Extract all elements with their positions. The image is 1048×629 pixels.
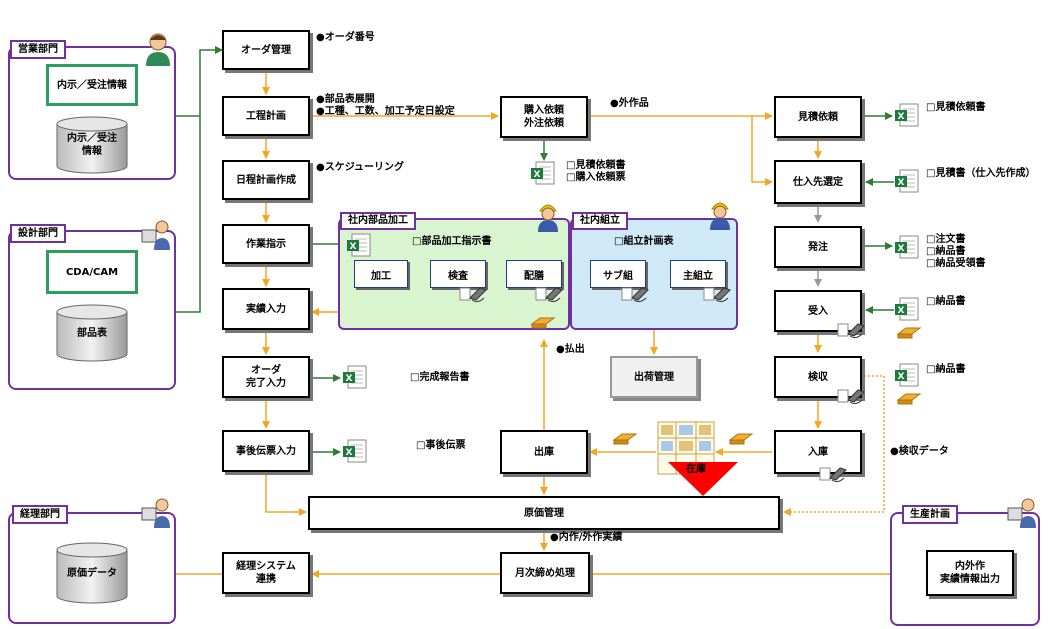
svg-text:X: X [350,242,357,252]
gold-bar-icon [530,314,556,330]
inspection-data-note: ●検収データ [890,446,949,457]
excel-icon: X [894,102,920,128]
stock-triangle [668,462,738,498]
monthly-close-box[interactable]: 月次締め処理 [500,552,590,594]
accounting-department [8,512,176,624]
excel-icon: X [894,234,920,260]
person-icon [1006,496,1038,528]
excel-icon: X [530,160,556,186]
worker-icon [536,202,560,232]
quote-request-doc-note: □見積依頼書 [926,102,986,113]
outsourced-note: ●外作品 [610,98,649,109]
post-slip-input-box[interactable]: 事後伝票入力 [222,430,310,472]
post-slip-doc-note: □事後伝票 [416,440,466,451]
scanner-icon [836,318,866,340]
quote-request-box[interactable]: 見積依頼 [774,96,862,138]
delivery-doc-note-2: □納品書 [926,364,966,375]
in-out-results-note: ●内作/外作実績 [550,532,623,543]
delivery-doc-note-1: □納品書 [926,296,966,307]
in-out-results-output-box[interactable]: 内外作 実績情報出力 [926,550,1014,596]
process-planning-box[interactable]: 工程計画 [222,96,310,136]
svg-text:X: X [346,374,353,384]
gold-bar-icon [896,324,922,340]
quote-doc-note: □見積書（仕入先作成） [926,168,1036,179]
excel-icon: X [894,168,920,194]
scheduling-note: ●スケジューリング [316,162,405,173]
stock-in-box[interactable]: 入庫 [774,430,862,474]
svg-text:X: X [346,448,353,458]
quote-purchase-docs-note: □見積依頼書 □購入依頼票 [566,160,626,183]
svg-text:X: X [534,170,541,180]
bom-database-label: 部品表 [77,327,107,339]
supplier-selection-box[interactable]: 仕入先選定 [774,160,862,204]
scanner-icon [458,282,488,304]
results-input-box[interactable]: 実績入力 [222,288,310,330]
scanner-icon [836,384,866,406]
design-department-title: 設計部門 [10,224,66,243]
scanner-icon [534,282,564,304]
daily-schedule-box[interactable]: 日程計画作成 [222,160,310,200]
internal-assembly-title: 社内組立 [572,212,628,230]
order-number-note: ●オーダ番号 [316,32,375,43]
worker-icon [140,218,172,250]
stock-out-box[interactable]: 出庫 [500,430,588,474]
excel-icon: X [894,296,920,322]
step-inspection[interactable]: 検査 [430,260,486,288]
step-kitting[interactable]: 配膳 [506,260,562,288]
excel-icon: X [342,364,368,390]
svg-text:X: X [898,112,905,122]
internal-parts-title: 社内部品加工 [340,212,416,230]
excel-icon: X [342,438,368,464]
svg-text:X: X [898,244,905,254]
purchase-request-box[interactable]: 購入依頼 外注依頼 [500,96,588,138]
gold-bar-icon [728,430,754,446]
bom-expand-note: ●部品表展開 ●工種、工数、加工予定日設定 [316,94,455,117]
excel-icon: X [346,232,372,258]
shipping-management-box[interactable]: 出荷管理 [610,356,698,398]
person-icon [140,496,172,528]
step-sub-assembly[interactable]: サブ組 [590,260,646,288]
accounting-link-box[interactable]: 経理システム 連携 [222,552,310,594]
scanner-icon [702,282,732,304]
assembly-plan-doc: □組立計画表 [614,236,674,247]
svg-text:X: X [898,372,905,382]
scanner-icon [818,462,848,484]
scanner-icon [620,282,650,304]
cost-data-database[interactable]: 原価データ [56,542,128,604]
bom-database[interactable]: 部品表 [56,304,128,362]
svg-text:X: X [898,178,905,188]
order-info-box[interactable]: 内示／受注情報 [46,64,138,106]
svg-text:X: X [898,306,905,316]
gold-bar-icon [896,390,922,406]
payout-note: ●払出 [556,344,585,355]
cost-management-box[interactable]: 原価管理 [308,496,780,530]
sales-department-title: 営業部門 [10,40,66,59]
step-main-assembly[interactable]: 主組立 [670,260,726,288]
order-management-box[interactable]: オーダ管理 [222,30,310,70]
order-docs-note: □注文書 □納品書 □納品受領書 [926,234,986,269]
step-machining[interactable]: 加工 [354,260,408,288]
person-icon [144,32,172,66]
stock-label: 在庫 [686,464,706,475]
parts-instruction-doc: □部品加工指示書 [412,236,492,247]
order-complete-box[interactable]: オーダ 完了入力 [222,356,310,398]
gold-bar-icon [612,430,638,446]
cda-cam-box[interactable]: CDA/CAM [46,250,138,294]
cost-data-database-label: 原価データ [67,567,117,579]
excel-icon: X [894,362,920,388]
order-info-database[interactable]: 内示／受注 情報 [56,116,128,174]
order-info-database-label: 内示／受注 情報 [67,133,117,157]
completion-report-note: □完成報告書 [410,372,470,383]
accounting-department-title: 経理部門 [12,505,68,524]
work-instruction-box[interactable]: 作業指示 [222,224,310,264]
production-department-title: 生産計画 [902,505,958,524]
worker-icon [708,200,732,230]
purchase-order-box[interactable]: 発注 [774,226,862,268]
